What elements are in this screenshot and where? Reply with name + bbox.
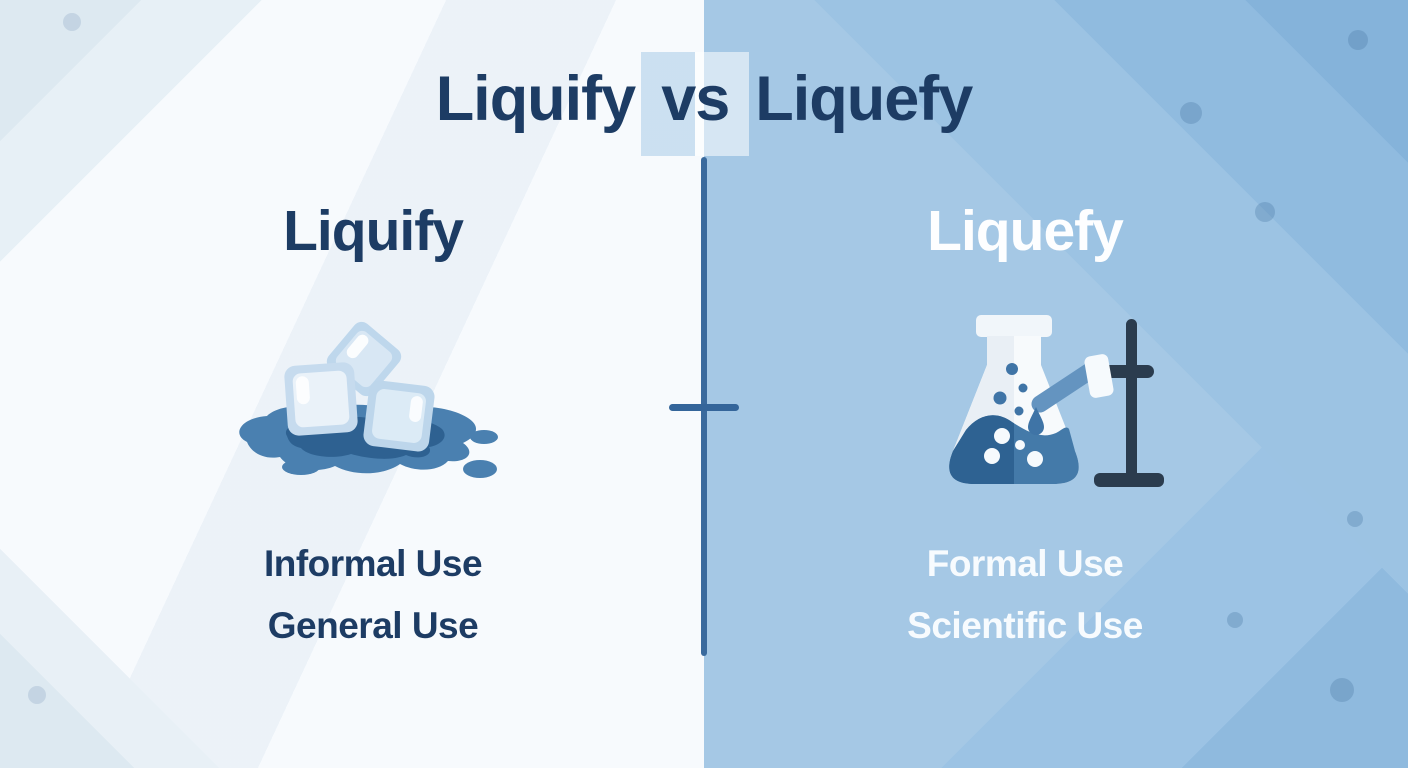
ice-cube-left [284, 362, 358, 436]
stand-base [1094, 473, 1164, 487]
title-word-liquify: Liquify [435, 64, 636, 134]
water-droplet [282, 459, 320, 475]
decor-dot [1347, 511, 1363, 527]
right-label-scientific: Scientific Use [907, 605, 1143, 646]
ice-cube-right [363, 380, 435, 452]
water-droplet [463, 460, 497, 478]
white-bubble [994, 428, 1010, 444]
vs-highlight: vs [641, 52, 750, 156]
decor-dot [1227, 612, 1243, 628]
panel-divider-tick [669, 404, 739, 411]
decor-dot [63, 13, 81, 31]
decor-dot [1330, 678, 1354, 702]
left-label-general: General Use [267, 605, 479, 646]
white-bubble [1015, 440, 1025, 450]
title-word-liquefy: Liquefy [755, 64, 973, 134]
blue-bubble [1014, 406, 1024, 416]
white-bubble [984, 448, 1000, 464]
melting-ice-cubes-illustration [223, 306, 523, 498]
falling-drop [1028, 407, 1044, 435]
right-label-formal: Formal Use [926, 543, 1124, 584]
right-heading: Liquefy [927, 199, 1124, 263]
decor-dot [1348, 30, 1368, 50]
flask-on-stand-illustration [930, 303, 1190, 503]
clamp [1084, 354, 1114, 398]
left-label-informal: Informal Use [263, 543, 483, 584]
decor-dot [28, 686, 46, 704]
decor-dot [1255, 202, 1275, 222]
blue-bubble [1018, 383, 1028, 393]
flask-rim [976, 315, 1052, 337]
decor-dot [1180, 102, 1202, 124]
stand-rod [1126, 319, 1137, 481]
white-bubble [1027, 451, 1043, 467]
blue-bubble [993, 391, 1007, 405]
condenser-tube [1031, 362, 1099, 413]
left-heading: Liquify [283, 199, 464, 263]
water-droplet [470, 430, 498, 444]
blue-bubble [1006, 363, 1018, 375]
